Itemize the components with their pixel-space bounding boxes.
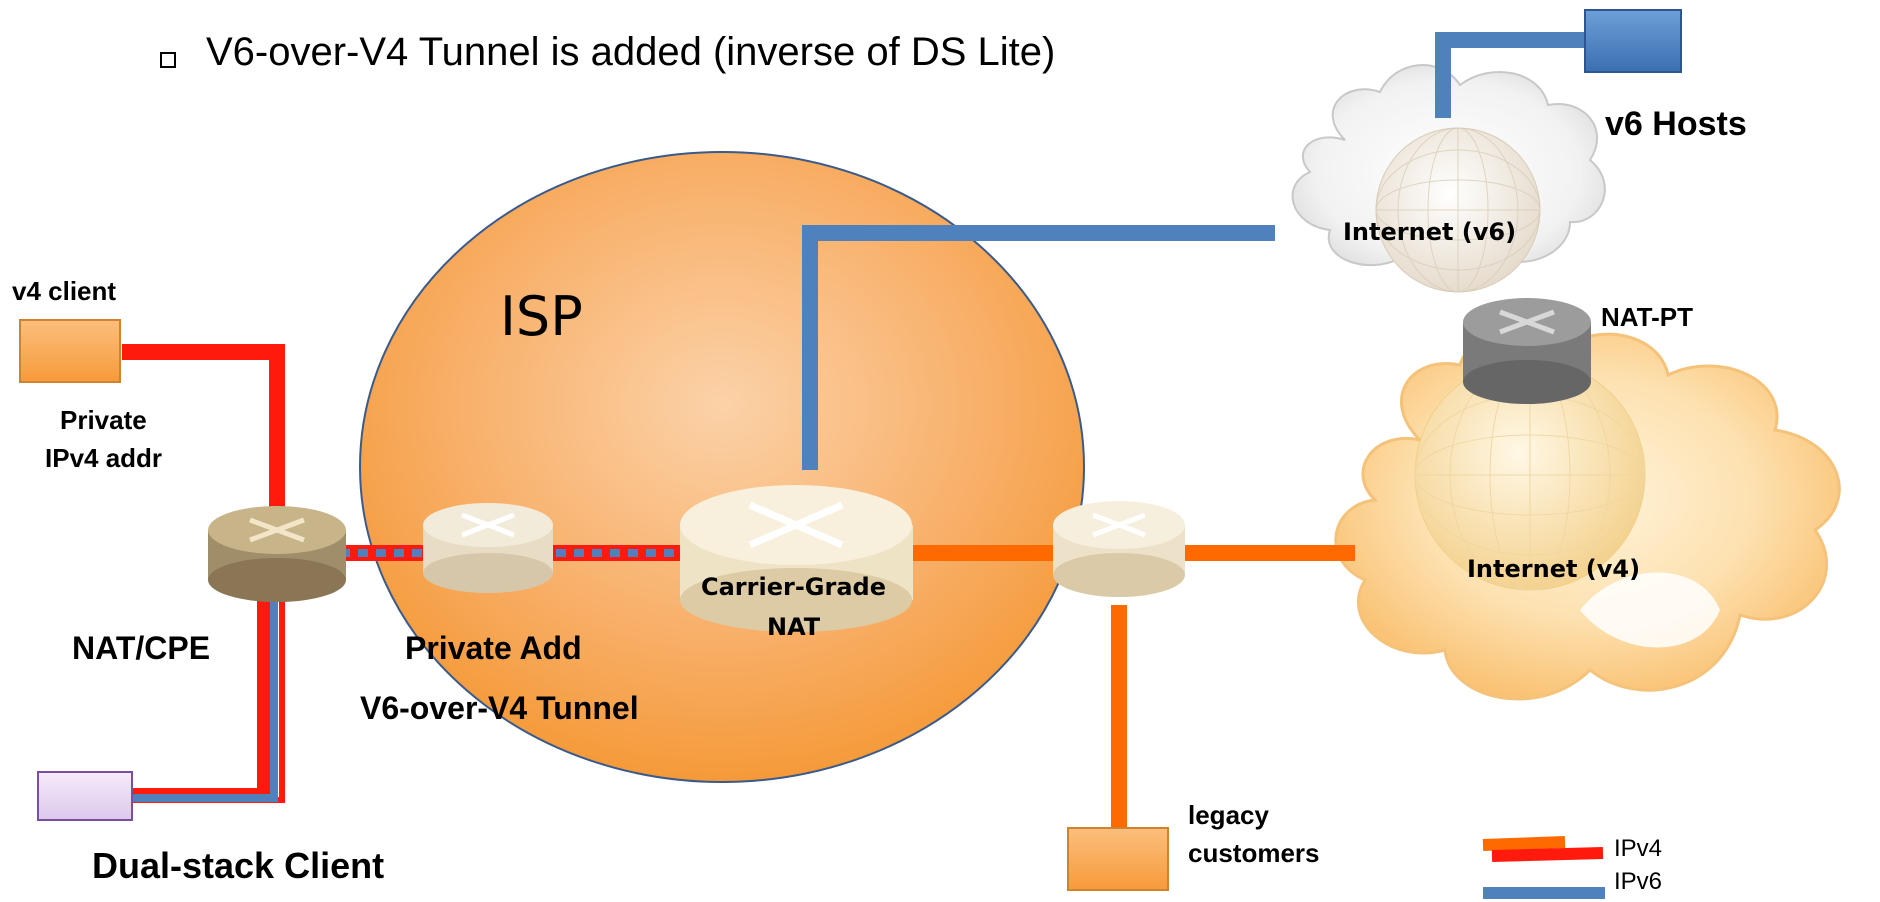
ipv4-orange-links [910, 545, 1355, 830]
legend-ipv4-label: IPv4 [1614, 835, 1663, 862]
tunnel-router [423, 503, 553, 593]
internet-v4-cloud [1334, 330, 1841, 701]
bullet-square-icon [160, 51, 176, 68]
legacy-label-line2: customers [1188, 838, 1320, 868]
internet-v6-label: Internet (v6) [1343, 218, 1517, 246]
isp-label: ISP [500, 285, 583, 348]
tunnel-label: V6-over-V4 Tunnel [360, 690, 639, 726]
v4-client-box [19, 319, 121, 383]
v4-client-label: v4 client [12, 276, 117, 306]
nat-pt-router [1463, 298, 1591, 404]
legend-ipv6-label: IPv6 [1614, 868, 1663, 895]
legacy-label-line1: legacy [1188, 800, 1269, 830]
edge-router [1053, 501, 1185, 597]
cgn-router [680, 485, 913, 632]
internet-v4-label: Internet (v4) [1467, 555, 1641, 583]
bullet-text: V6-over-V4 Tunnel is added (inverse of D… [206, 30, 1056, 74]
cgn-label-line2: NAT [767, 613, 821, 641]
dual-stack-label: Dual-stack Client [92, 845, 385, 886]
isp-ellipse [359, 151, 1085, 783]
nat-cpe-router [208, 506, 346, 602]
ipv4-link-client [122, 344, 285, 520]
private-ipv4-label-line2: IPv4 addr [45, 443, 163, 473]
v6-hosts-label: v6 Hosts [1605, 105, 1747, 143]
nat-cpe-label: NAT/CPE [72, 630, 211, 666]
internet-v6-cloud [1291, 64, 1606, 293]
v6-host-box [1584, 9, 1682, 73]
ipv6-links [802, 32, 1585, 470]
dual-stack-link [130, 600, 285, 803]
nat-pt-label: NAT-PT [1601, 302, 1693, 332]
legacy-customers-box [1067, 827, 1169, 891]
bullet-item: V6-over-V4 Tunnel is added (inverse of D… [160, 30, 1055, 75]
private-ipv4-label-line1: Private [60, 405, 147, 435]
dual-stack-client-box [37, 771, 133, 821]
legend-lines [1482, 836, 1605, 899]
cgn-label-line1: Carrier-Grade [701, 573, 886, 601]
private-add-label: Private Add [405, 630, 582, 666]
